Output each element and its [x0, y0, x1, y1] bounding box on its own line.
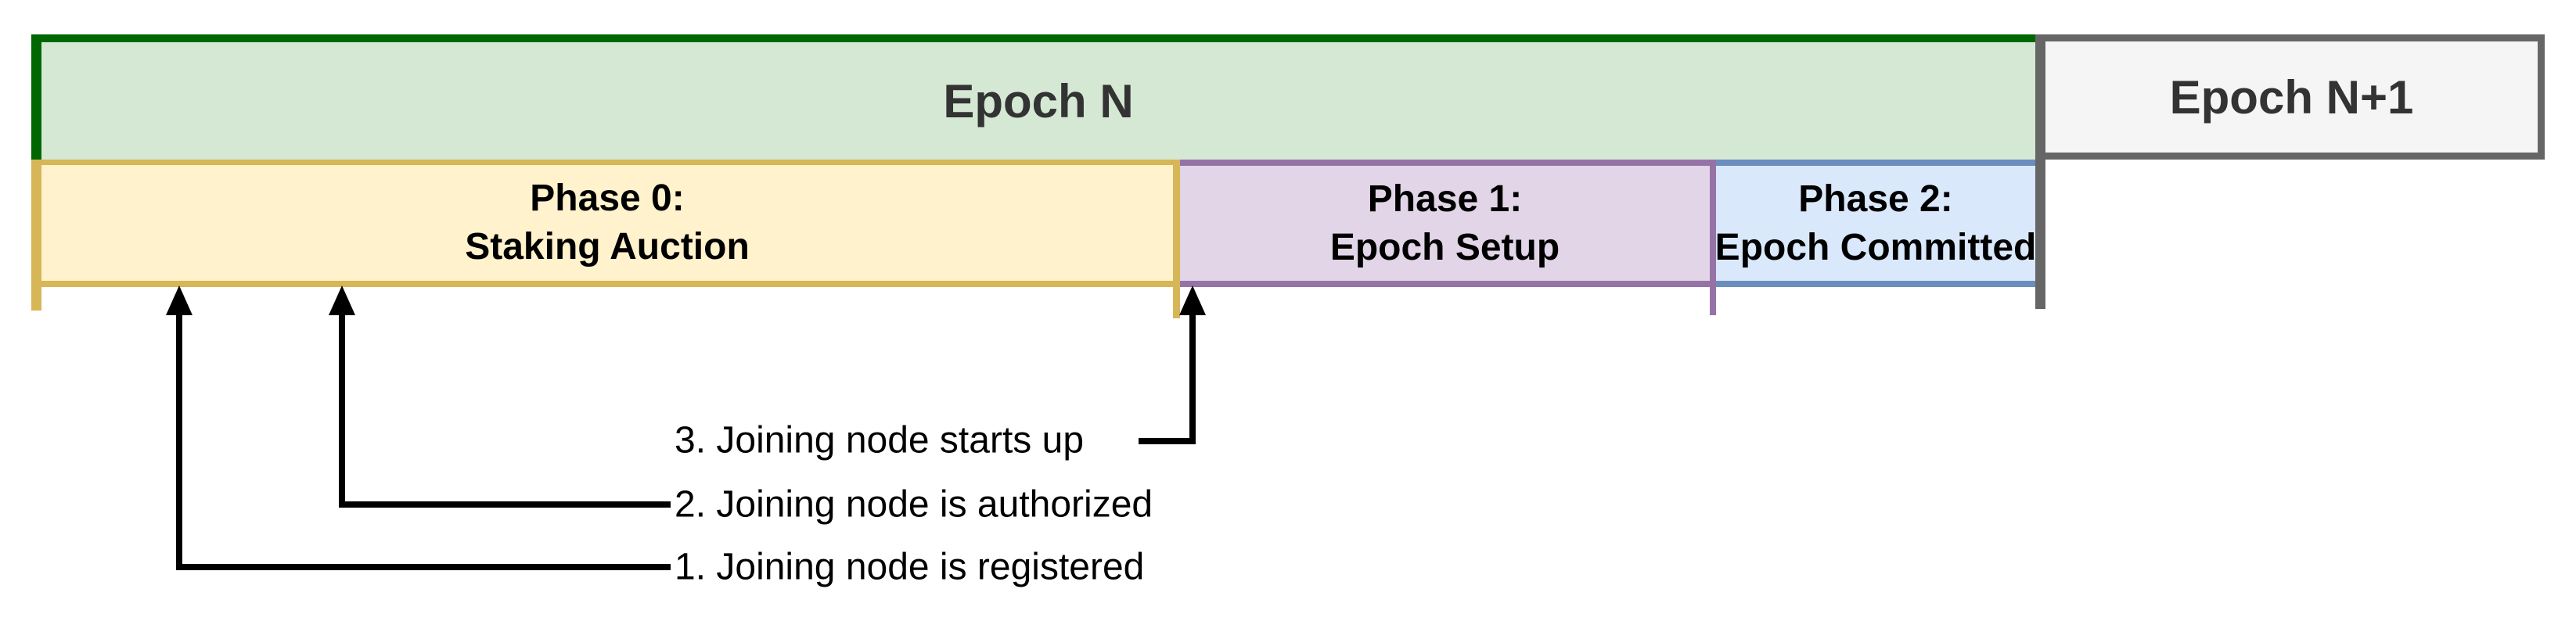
event-2-connector-line [339, 501, 671, 508]
phase-0-subtitle: Staking Auction [465, 226, 750, 268]
event-2-label: 2. Joining node is authorized [675, 483, 1153, 526]
phase-2-bar: Phase 2: Epoch Committed [1714, 160, 2037, 287]
phase-1-end-tick [1710, 287, 1716, 315]
epoch-n-label: Epoch N [943, 74, 1134, 127]
phase-1-title: Phase 1: [1367, 178, 1523, 220]
phase-0-start-tick [31, 287, 41, 311]
event-1-label: 1. Joining node is registered [675, 546, 1145, 588]
phase-1-bar: Phase 1: Epoch Setup [1180, 160, 1716, 287]
phase-1-subtitle: Epoch Setup [1329, 226, 1560, 268]
phase-0-end-tick [1173, 287, 1180, 318]
epoch-n1-bar: Epoch N+1 [2045, 34, 2545, 160]
event-1-arrow-line [176, 311, 182, 570]
arrow-up-icon [1179, 285, 1206, 315]
event-3-arrow-line [1189, 311, 1196, 444]
arrow-up-icon [329, 285, 355, 315]
epoch-n-bar: Epoch N [31, 34, 2035, 160]
epoch-boundary-divider [2035, 34, 2045, 309]
phase-0-bar: Phase 0: Staking Auction [31, 160, 1180, 287]
phase-2-title: Phase 2: [1798, 178, 1953, 220]
epoch-n1-label: Epoch N+1 [2169, 70, 2414, 124]
phase-0-title: Phase 0: [530, 178, 685, 219]
event-1-connector-line [179, 564, 671, 570]
event-2-arrow-line [339, 311, 345, 508]
event-3-label: 3. Joining node starts up [675, 419, 1085, 461]
phase-2-subtitle: Epoch Committed [1714, 226, 2037, 268]
event-3-connector-line [1139, 438, 1196, 444]
arrow-up-icon [166, 285, 192, 315]
